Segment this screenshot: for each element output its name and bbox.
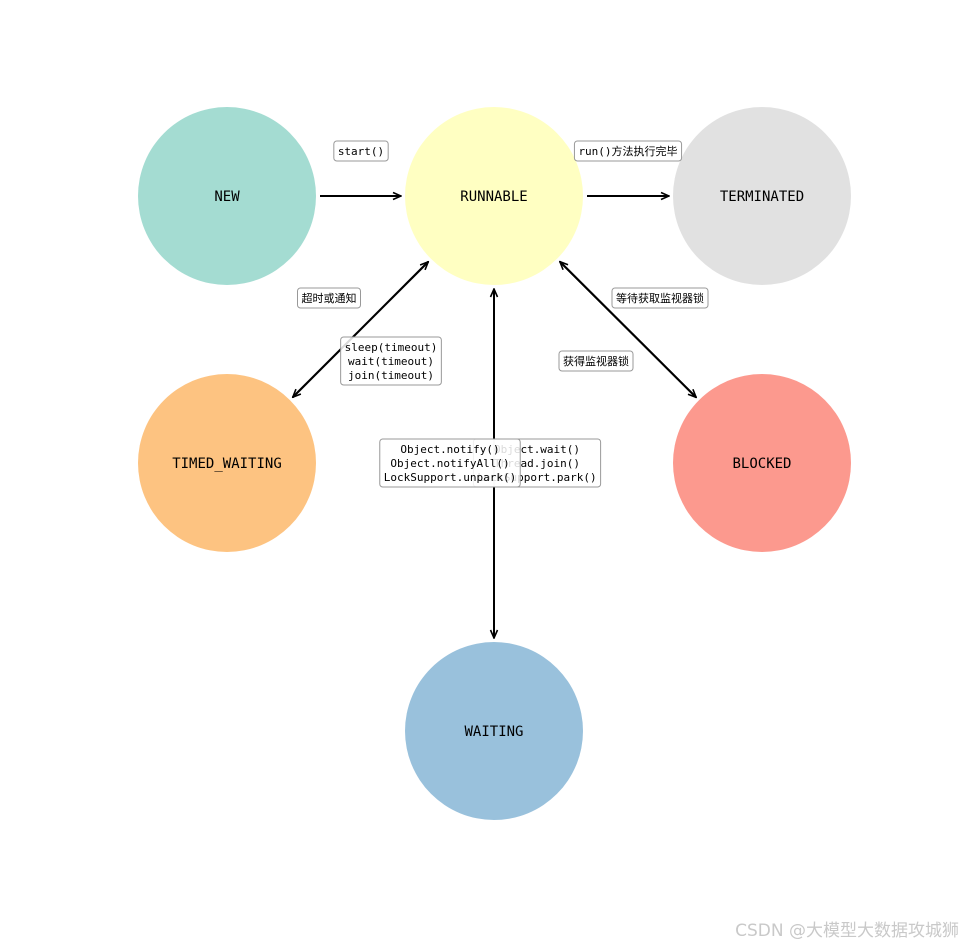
state-label: TERMINATED (720, 189, 804, 205)
state-circle (405, 642, 583, 820)
transition-label-from-blocked: 获得监视器锁 (558, 350, 634, 372)
state-waiting: WAITING (405, 642, 583, 820)
state-runnable: RUNNABLE (405, 107, 583, 285)
label-line: wait(timeout) (348, 355, 434, 368)
state-label: WAITING (464, 724, 523, 740)
label-line: run()方法执行完毕 (578, 144, 677, 158)
label-line: LockSupport.unpark() (384, 471, 516, 484)
state-timed-waiting: TIMED_WAITING (138, 374, 316, 552)
state-circle (673, 374, 851, 552)
transition-label-run-done: run()方法执行完毕 (573, 140, 683, 162)
transition-label-from-timed-waiting: 超时或通知 (297, 287, 361, 309)
state-circle (138, 107, 316, 285)
label-line: 等待获取监视器锁 (616, 291, 704, 305)
state-label: RUNNABLE (460, 189, 527, 205)
label-box (333, 140, 389, 162)
label-line: 超时或通知 (302, 291, 357, 305)
state-circle (673, 107, 851, 285)
label-box (379, 438, 521, 488)
transition-label-to-timed-waiting: sleep(timeout)wait(timeout)join(timeout) (340, 336, 442, 386)
transition-label-start: start() (333, 140, 389, 162)
transition-label-from-waiting: Object.notify()Object.notifyAll()LockSup… (379, 438, 521, 488)
state-terminated: TERMINATED (673, 107, 851, 285)
label-box (558, 350, 634, 372)
label-line: Object.notify() (400, 443, 499, 456)
label-box (611, 287, 709, 309)
state-label: BLOCKED (732, 456, 791, 472)
transition-arrow-from-timed-waiting (292, 262, 428, 398)
watermark: CSDN @大模型大数据攻城狮 (735, 921, 959, 941)
label-box (297, 287, 361, 309)
label-line: sleep(timeout) (345, 341, 438, 354)
label-box (340, 336, 442, 386)
state-circle (405, 107, 583, 285)
label-line: start() (338, 145, 384, 158)
label-line: 获得监视器锁 (563, 354, 629, 368)
state-label: NEW (214, 189, 240, 205)
label-line: join(timeout) (348, 369, 434, 382)
state-circle (138, 374, 316, 552)
state-new: NEW (138, 107, 316, 285)
state-blocked: BLOCKED (673, 374, 851, 552)
label-box (573, 140, 683, 162)
label-line: Object.notifyAll() (390, 457, 509, 470)
state-label: TIMED_WAITING (172, 456, 282, 472)
transition-label-to-blocked: 等待获取监视器锁 (611, 287, 709, 309)
transition-arrow-from-blocked (560, 262, 697, 399)
